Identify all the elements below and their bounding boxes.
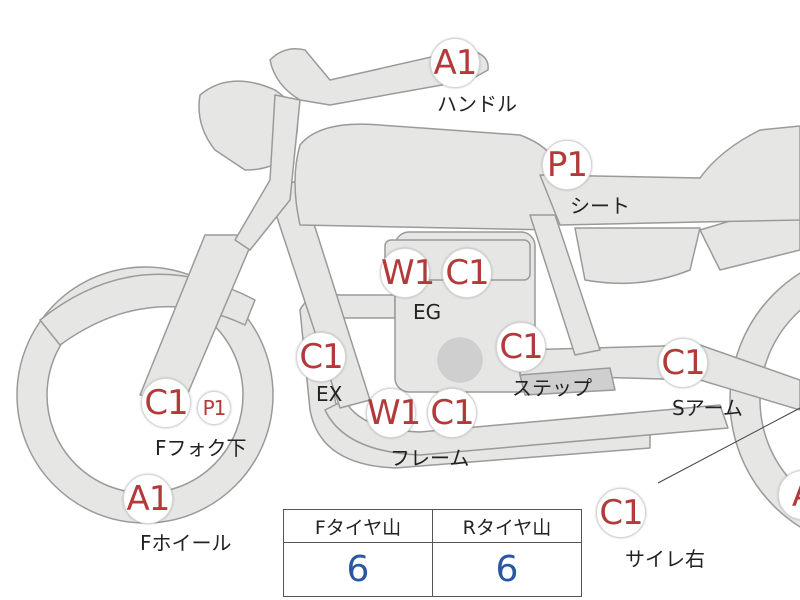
eg-code-badge: C1 [442, 248, 492, 298]
sidestand-label: サイレ右 [625, 547, 705, 571]
side-cover [574, 227, 701, 285]
footrest [519, 367, 616, 396]
eg-label: EG [413, 300, 442, 324]
frame-weld-code-badge: W1 [366, 388, 421, 438]
swingarm-label: Sアーム [672, 396, 743, 420]
fwheel-label: Fホイール [140, 531, 232, 555]
front-tire-header: Fタイヤ山 [283, 509, 433, 543]
engine-cover [437, 337, 483, 383]
handle-code-badge: A1 [430, 38, 480, 88]
handle-label: ハンドル [437, 92, 517, 116]
front-tire-value: 6 [283, 542, 433, 597]
ex-code-badge: C1 [296, 332, 346, 382]
seat-label: シート [570, 194, 630, 218]
seat [539, 125, 800, 226]
ffork-p-code-badge: P1 [197, 391, 231, 425]
sidestand-code-badge: C1 [596, 488, 646, 538]
step-label: ステップ [512, 376, 592, 400]
seat-code-badge: P1 [542, 140, 592, 190]
ffork-label: Fフォク下 [155, 436, 247, 460]
fuel-tank [294, 123, 561, 231]
frame-code-badge: C1 [427, 388, 477, 438]
step-code-badge: C1 [496, 322, 546, 372]
frame-rail [324, 399, 729, 456]
rear-down-tube [529, 214, 601, 356]
eg-weld-code-badge: W1 [380, 248, 435, 298]
ffork-code-badge: C1 [141, 378, 191, 428]
sidestand-pointer-line [657, 407, 800, 484]
rear-tire-header: Rタイヤ山 [432, 509, 582, 543]
fwheel-code-badge: A1 [123, 474, 173, 524]
swingarm-code-badge: C1 [658, 338, 708, 388]
ex-label: EX [316, 382, 343, 406]
rear-tire-value: 6 [432, 542, 582, 597]
tire-tread-table: Fタイヤ山 Rタイヤ山 6 6 [283, 509, 582, 597]
frame-label: フレーム [390, 446, 470, 470]
